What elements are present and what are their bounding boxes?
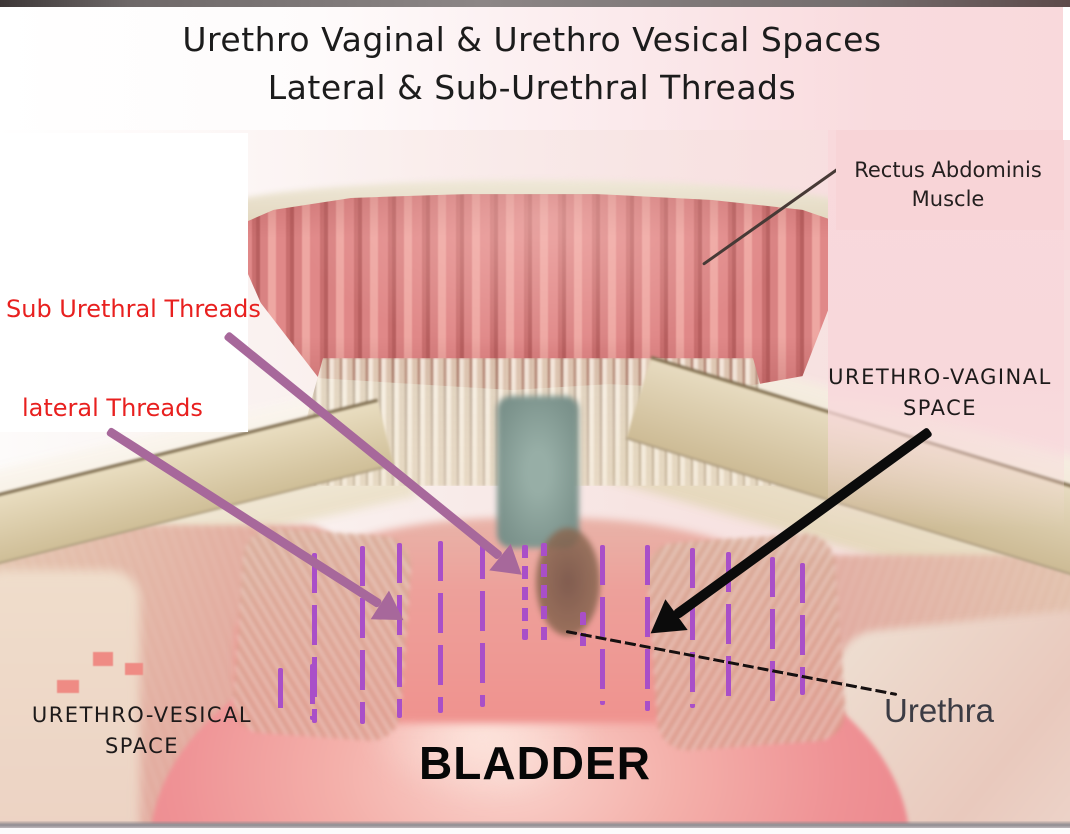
urethro-vesical-line-1: URETHRO-VESICAL [31, 703, 253, 727]
lateral-thread [438, 541, 443, 713]
top-border-line [0, 0, 1070, 7]
lateral-thread [397, 543, 402, 718]
bottom-margin [0, 828, 1070, 834]
urethra-label: Urethra [884, 692, 995, 729]
lateral-thread [360, 546, 365, 724]
tissue-tab [57, 680, 79, 693]
bottom-border-line [0, 821, 1070, 828]
lateral-thread [310, 664, 315, 720]
rectus-abdominis-muscle [228, 194, 855, 391]
lateral-thread [278, 668, 283, 720]
tissue-tab [93, 652, 113, 666]
rectus-abdominis-label: Rectus Abdominis Muscle [826, 156, 1070, 214]
urethro-vaginal-line-2: SPACE [902, 396, 978, 420]
sub-urethral-thread [522, 545, 528, 640]
lateral-thread [645, 545, 650, 711]
diagram-title: Urethro Vaginal & Urethro Vesical Spaces… [0, 16, 1064, 112]
bladder-label: BLADDER [419, 737, 651, 789]
urethro-vaginal-line-1: URETHRO-VAGINAL [828, 365, 1052, 389]
lateral-thread [770, 557, 775, 702]
rectus-label-line-2: Muscle [911, 187, 985, 211]
urethro-vesical-space-label: URETHRO-VESICAL SPACE [8, 700, 276, 762]
lateral-thread [600, 545, 605, 705]
title-band-background [0, 7, 1070, 130]
lateral-threads-arrow [105, 426, 413, 634]
urethro-vesical-line-2: SPACE [104, 734, 180, 758]
title-line-1: Urethro Vaginal & Urethro Vesical Spaces [182, 20, 882, 59]
lateral-threads-label: lateral Threads [22, 394, 203, 422]
tissue-tab [125, 663, 143, 675]
rectus-label-line-1: Rectus Abdominis [854, 158, 1042, 182]
lateral-threads-arrow-head [370, 590, 413, 634]
lateral-thread [726, 552, 731, 707]
rectus-muscle-pointer-line [702, 166, 841, 266]
urethra-pointer-line [565, 630, 898, 696]
sub-urethral-thread [541, 543, 547, 643]
lateral-thread [480, 539, 485, 707]
lateral-thread [800, 563, 805, 695]
left-label-panel [0, 133, 248, 432]
bottom-left-tissue [0, 570, 140, 824]
title-line-2: Lateral & Sub-Urethral Threads [267, 68, 797, 107]
sub-urethral-threads-label: Sub Urethral Threads [6, 295, 261, 323]
right-margin [1063, 7, 1070, 140]
urethra-structure [497, 396, 579, 548]
lateral-thread [312, 553, 317, 723]
urethro-vaginal-space-label: URETHRO-VAGINAL SPACE [812, 362, 1068, 424]
lateral-thread [690, 548, 695, 708]
rectus-label-background [836, 130, 1064, 230]
